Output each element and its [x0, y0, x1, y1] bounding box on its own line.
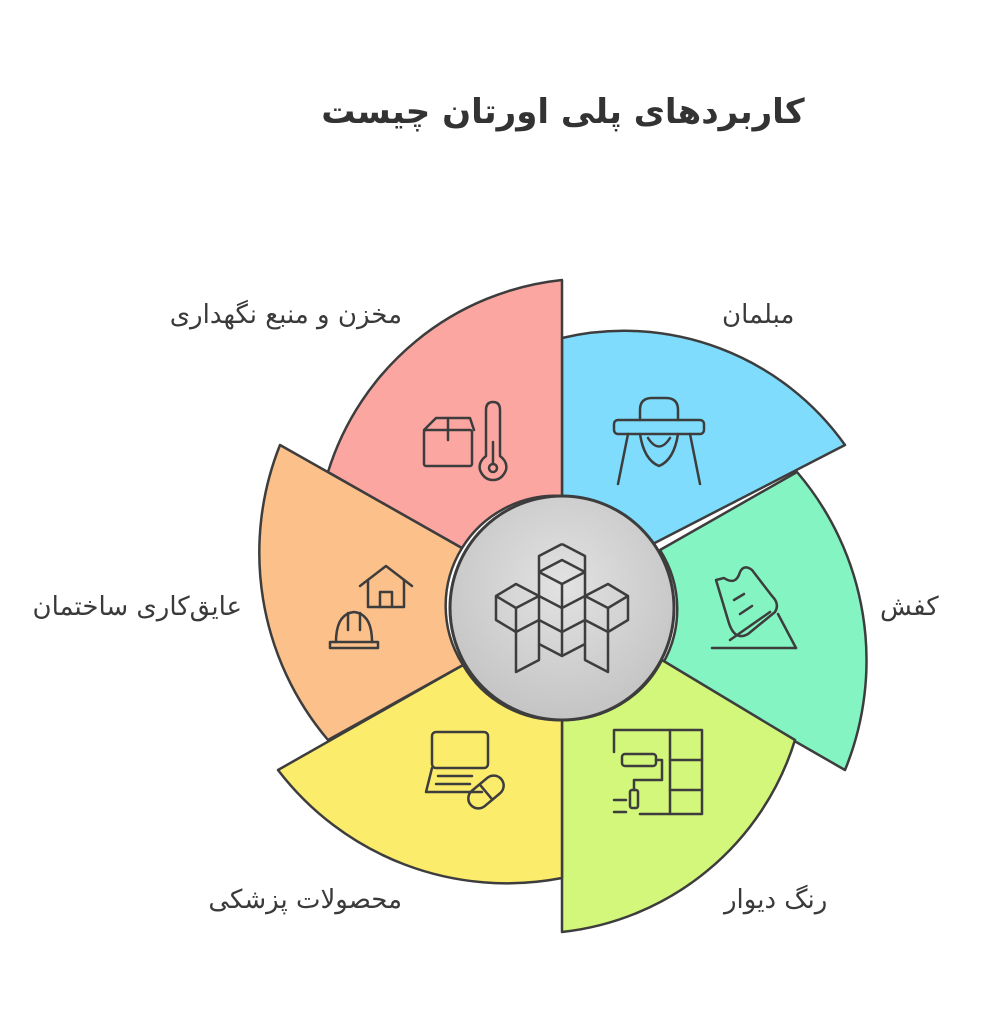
high-chair-icon — [612, 396, 706, 486]
paint-roller-wall-icon — [612, 728, 704, 816]
label-wall-paint: رنگ دیوار — [724, 885, 828, 915]
box-thermometer-icon — [422, 400, 508, 482]
sneaker-icon — [710, 566, 798, 650]
segment-insulation[interactable] — [258, 443, 465, 742]
segment-insulation-shape — [258, 443, 465, 742]
segment-storage[interactable] — [326, 278, 564, 550]
segment-shoes[interactable] — [658, 470, 868, 772]
segment-wall-paint[interactable] — [560, 658, 797, 934]
label-medical: محصولات پزشکی — [208, 885, 402, 915]
label-shoes: کفش — [880, 592, 939, 622]
polyurethane-structure-icon — [494, 542, 630, 674]
label-furniture: مبلمان — [722, 300, 795, 330]
label-storage: مخزن و منبع نگهداری — [169, 300, 402, 330]
medical-device-pill-icon — [424, 730, 505, 810]
segment-storage-shape — [326, 278, 564, 550]
center-hub — [448, 494, 676, 722]
page-title: کاربردهای پلی اورتان چیست — [321, 92, 805, 132]
label-insulation: عایق‌کاری ساختمان — [32, 592, 243, 622]
house-hardhat-icon — [328, 564, 414, 650]
